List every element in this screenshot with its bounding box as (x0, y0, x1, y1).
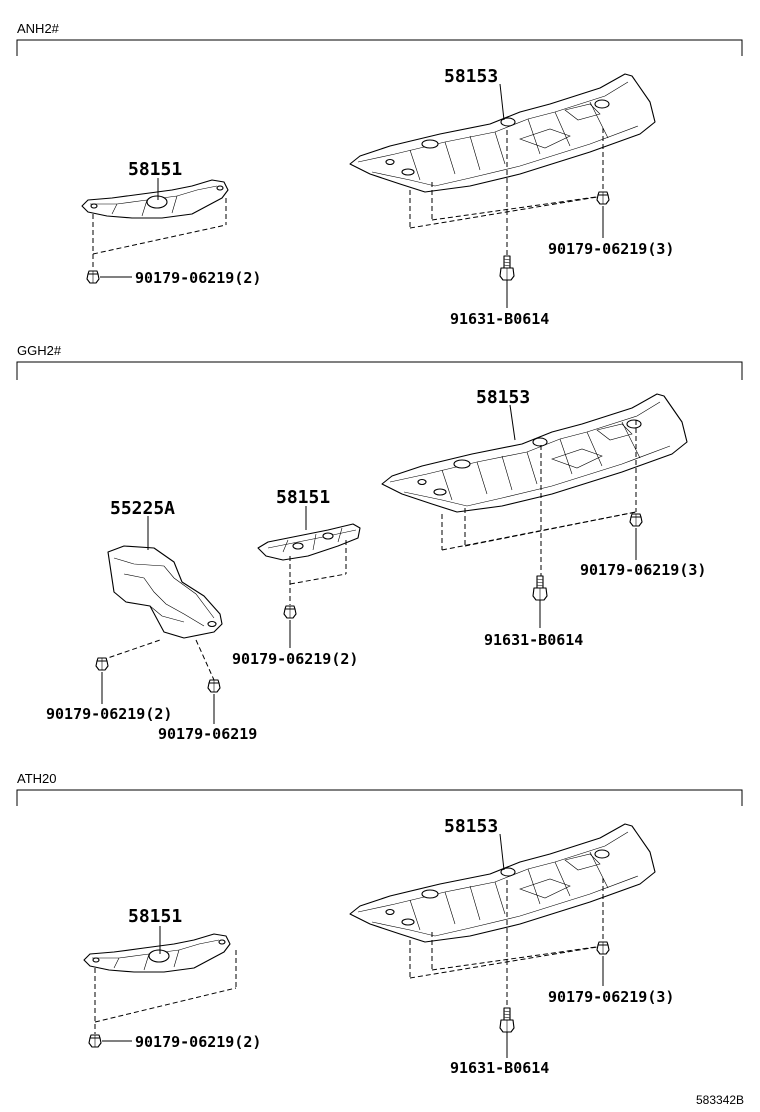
part-number-label: 90179-06219(2) (232, 650, 358, 668)
section-bracket (16, 39, 743, 56)
under-cover-58151 (81, 179, 229, 219)
section-label: ANH2# (17, 21, 60, 36)
clip-icon (596, 191, 610, 205)
bolt-icon (532, 575, 548, 601)
part-number-label: 58151 (128, 159, 182, 180)
part-number-label: 58153 (444, 816, 498, 837)
part-number-label: 91631-B0614 (484, 631, 583, 649)
clip-icon (207, 679, 221, 693)
shield-55225a (107, 545, 223, 639)
part-number-label: 58153 (444, 66, 498, 87)
part-number-label: 90179-06219(2) (135, 1033, 261, 1051)
section-bracket (16, 361, 743, 380)
part-number-label: 91631-B0614 (450, 1059, 549, 1077)
part-number-label: 91631-B0614 (450, 310, 549, 328)
part-number-label: 90179-06219(3) (548, 240, 674, 258)
section-label: ATH20 (17, 771, 57, 786)
part-number-label: 90179-06219(2) (46, 705, 172, 723)
clip-icon (86, 270, 100, 284)
part-number-label: 90179-06219(3) (580, 561, 706, 579)
part-number-label: 55225A (110, 498, 175, 519)
part-number-label: 90179-06219(3) (548, 988, 674, 1006)
bolt-icon (499, 255, 515, 281)
under-cover-58151 (257, 523, 361, 561)
under-cover-58153 (349, 73, 656, 193)
part-number-label: 90179-06219(2) (135, 269, 261, 287)
part-number-label: 90179-06219 (158, 725, 257, 743)
diagram-code: 583342B (696, 1093, 744, 1107)
section-label: GGH2# (17, 343, 62, 358)
section-anh2 (16, 39, 743, 308)
clip-icon (283, 605, 297, 619)
clip-icon (629, 513, 643, 527)
section-ath20 (16, 789, 743, 1058)
section-bracket (16, 789, 743, 806)
part-number-label: 58153 (476, 387, 530, 408)
under-cover-58153 (349, 823, 656, 943)
section-ggh2 (16, 361, 743, 724)
clip-icon (95, 657, 109, 671)
clip-icon (596, 941, 610, 955)
bolt-icon (499, 1007, 515, 1033)
part-number-label: 58151 (128, 906, 182, 927)
part-number-label: 58151 (276, 487, 330, 508)
under-cover-58153 (381, 393, 688, 513)
under-cover-58151 (83, 933, 231, 973)
clip-icon (88, 1034, 102, 1048)
